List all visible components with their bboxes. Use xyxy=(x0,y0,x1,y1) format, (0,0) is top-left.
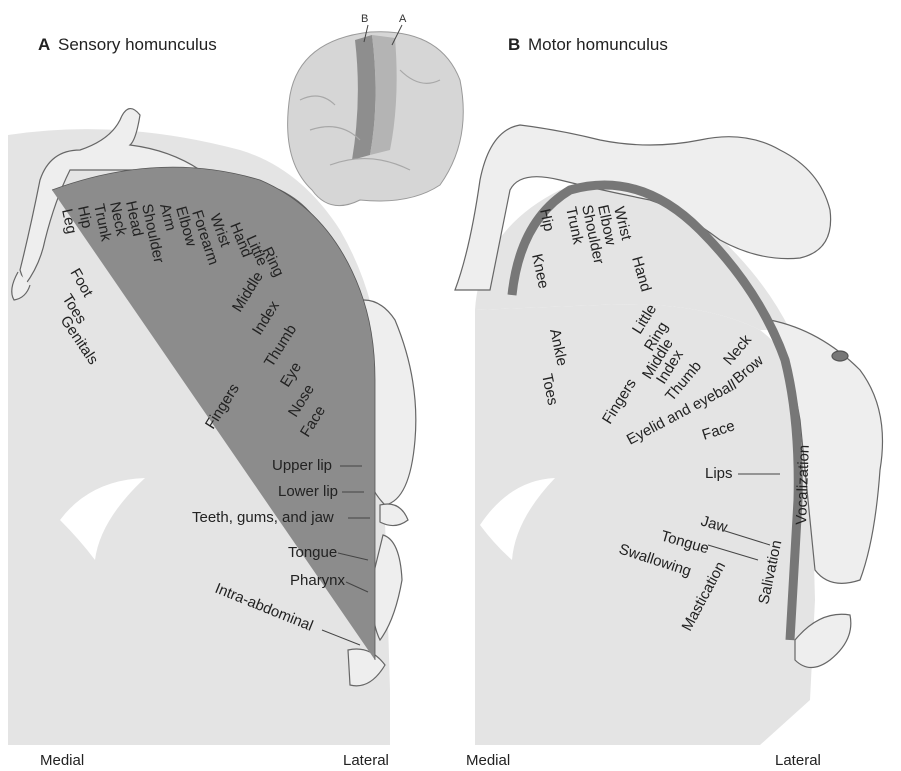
panel-b-medial-label: Medial xyxy=(466,752,510,769)
panel-b-letter: B xyxy=(508,35,520,54)
label-upper-lip: Upper lip xyxy=(272,457,332,474)
label-tongue: Tongue xyxy=(288,544,337,561)
panel-a-medial-label: Medial xyxy=(40,752,84,769)
label-lower-lip: Lower lip xyxy=(278,483,338,500)
panel-b-title: Motor homunculus xyxy=(528,35,668,54)
panel-a-letter: A xyxy=(38,35,50,54)
panel-b-lateral-label: Lateral xyxy=(775,752,821,769)
label-teeth-gums-jaw: Teeth, gums, and jaw xyxy=(192,509,334,526)
brain-marker-b: B xyxy=(361,13,368,25)
panel-a-lateral-label: Lateral xyxy=(343,752,389,769)
brain-marker-a: A xyxy=(399,13,407,25)
label-b-vocalization: Vocalization xyxy=(793,445,813,526)
panel-a-title: Sensory homunculus xyxy=(58,35,217,54)
label-b-lips: Lips xyxy=(705,465,733,482)
label-pharynx: Pharynx xyxy=(290,572,346,589)
brain-inset: B A xyxy=(288,13,464,206)
